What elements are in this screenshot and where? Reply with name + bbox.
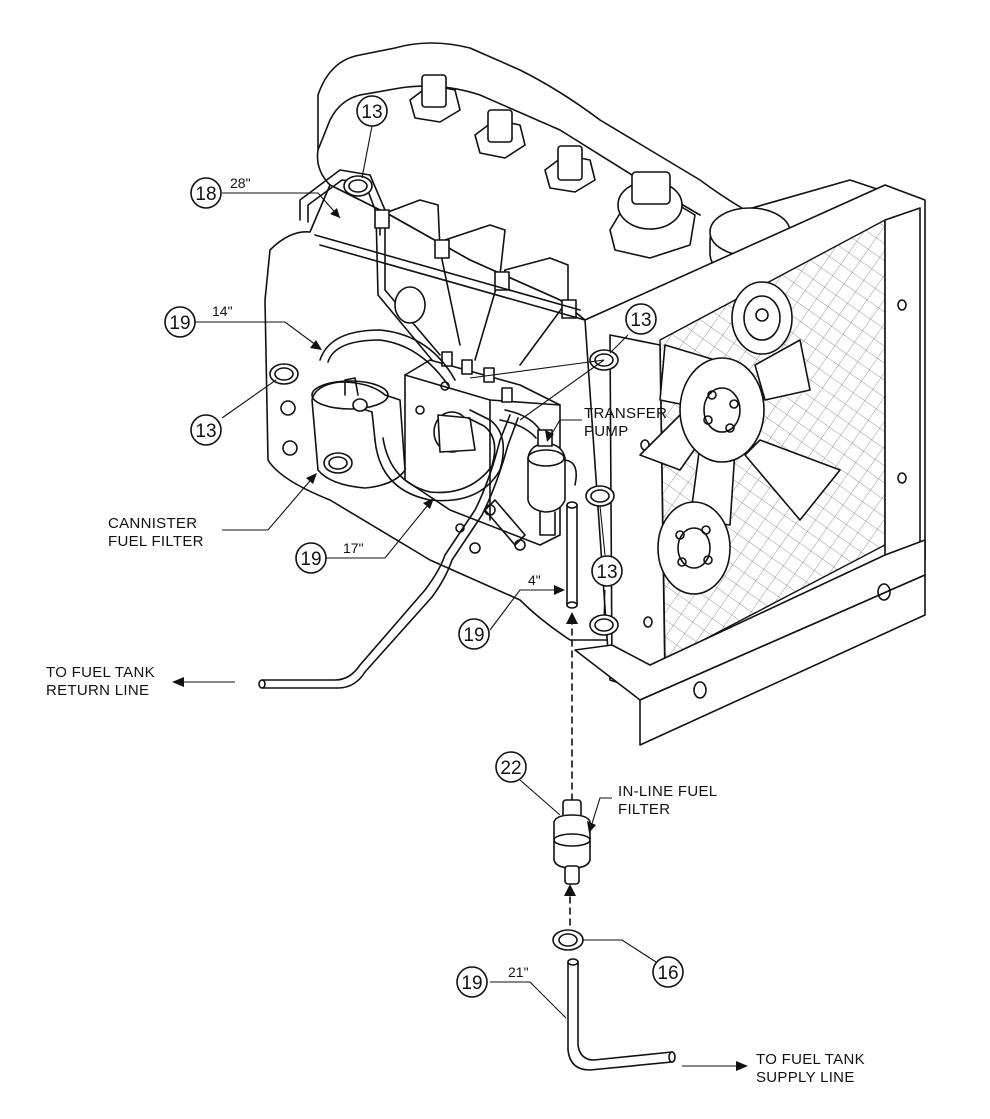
svg-text:13: 13 — [630, 310, 651, 331]
label-transfer-pump-1: TRANSFER — [584, 405, 667, 422]
part-labels: TRANSFER PUMP CANNISTER FUEL FILTER TO F… — [46, 405, 865, 1086]
callouts: 13 18 19 13 13 19 13 19 — [164, 95, 684, 998]
label-supply-1: TO FUEL TANK — [756, 1051, 865, 1068]
lower-pulley — [657, 501, 731, 595]
callout-13-top: 13 — [356, 95, 388, 127]
label-return-2: RETURN LINE — [46, 682, 149, 699]
svg-text:19: 19 — [463, 625, 484, 646]
svg-text:22: 22 — [500, 758, 521, 779]
svg-text:16: 16 — [657, 963, 678, 984]
leader-lines — [172, 125, 748, 1071]
svg-text:19: 19 — [300, 549, 321, 570]
radiator — [574, 184, 926, 746]
callout-19-17in: 19 — [295, 542, 327, 574]
label-transfer-pump-2: PUMP — [584, 423, 629, 440]
label-supply-2: SUPPLY LINE — [756, 1069, 855, 1086]
label-cannister-1: CANNISTER — [108, 515, 197, 532]
injection-lines — [299, 169, 586, 366]
clamp-bottom — [589, 614, 619, 636]
callout-13-right: 13 — [625, 303, 657, 335]
svg-text:19: 19 — [169, 313, 190, 334]
label-inline-1: IN-LINE FUEL — [618, 783, 717, 800]
svg-text:13: 13 — [361, 102, 382, 123]
length-28: 28" — [230, 175, 251, 191]
svg-text:19: 19 — [461, 973, 482, 994]
callout-22: 22 — [495, 751, 527, 783]
fan-blades — [639, 339, 841, 526]
callout-16: 16 — [652, 956, 684, 988]
valve-cover-bolts — [409, 74, 596, 193]
clamp-filter-top — [269, 363, 299, 385]
svg-text:18: 18 — [195, 184, 216, 205]
clamp-filter-bottom — [323, 452, 353, 474]
clamp-pump-outlet — [585, 485, 615, 507]
length-21: 21" — [508, 964, 529, 980]
length-4: 4" — [528, 572, 541, 588]
svg-text:13: 13 — [596, 562, 617, 583]
callout-19-14in: 19 — [164, 306, 196, 338]
clamp-top — [343, 175, 373, 197]
label-inline-2: FILTER — [618, 801, 670, 818]
callout-13-left: 13 — [190, 414, 222, 446]
upper-pulley — [731, 281, 793, 355]
label-cannister-2: FUEL FILTER — [108, 533, 204, 550]
length-14: 14" — [212, 303, 233, 319]
hose-lengths: 28" 14" 17" 4" 21" — [212, 175, 541, 980]
svg-text:13: 13 — [195, 421, 216, 442]
label-return-1: TO FUEL TANK — [46, 664, 155, 681]
fuel-hoses — [258, 409, 578, 689]
inline-fuel-filter — [553, 612, 591, 929]
callout-13-lower: 13 — [591, 555, 623, 587]
injection-pump — [280, 351, 561, 554]
oil-filler-cap — [609, 171, 696, 259]
callout-19-4in: 19 — [458, 618, 490, 650]
length-17: 17" — [343, 540, 364, 556]
clamp-16 — [552, 929, 584, 951]
callout-19-21in: 19 — [456, 966, 488, 998]
callout-18: 18 — [190, 177, 222, 209]
supply-hose — [567, 958, 676, 1071]
